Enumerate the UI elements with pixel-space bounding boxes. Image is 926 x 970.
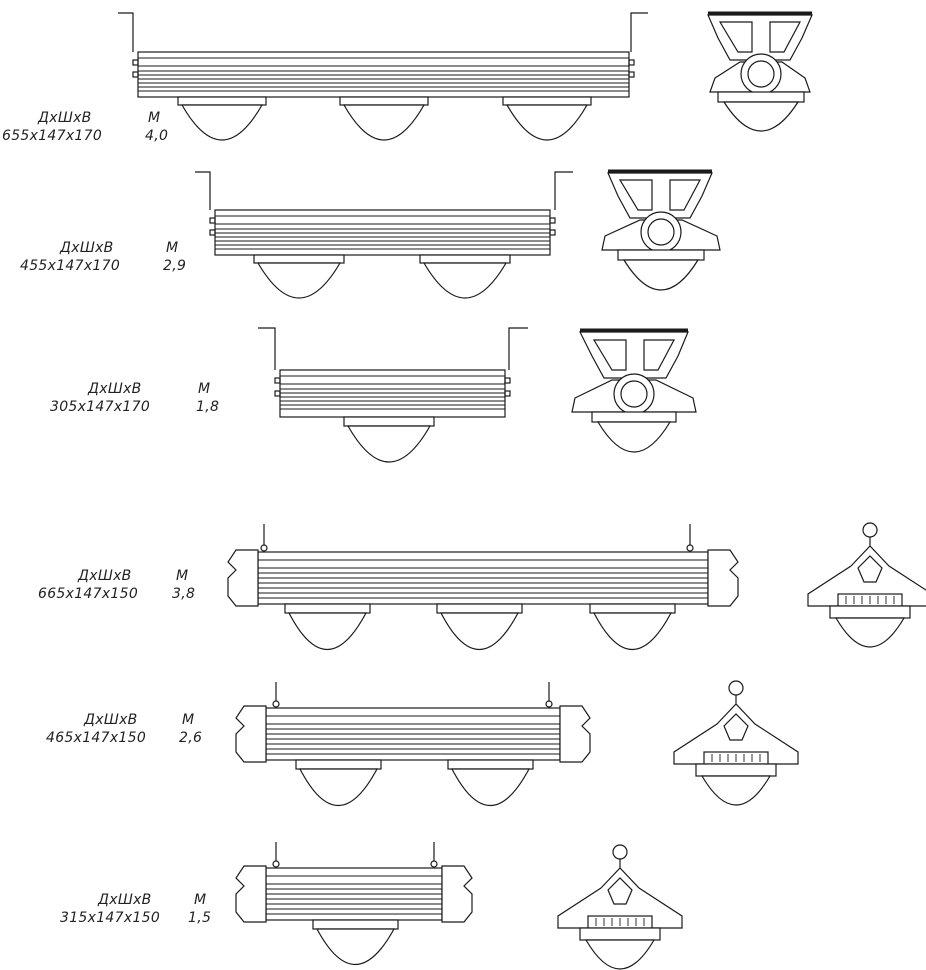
luminaire-row-a1: ДхШхВ М 655x147x170 4,0 bbox=[2, 11, 813, 144]
dimension-label-a3: ДхШхВ М 305x147x170 1,8 bbox=[50, 381, 219, 415]
mass-header: М bbox=[176, 568, 188, 584]
luminaire-end-view-b1 bbox=[807, 522, 926, 648]
luminaire-row-a2: ДхШхВ М 455x147x170 2,9 bbox=[20, 169, 721, 299]
dims-header: ДхШхВ bbox=[77, 568, 132, 584]
dimension-label-a2: ДхШхВ М 455x147x170 2,9 bbox=[20, 240, 186, 274]
mass-header: М bbox=[198, 381, 210, 397]
luminaire-side-view-b2 bbox=[235, 682, 591, 807]
luminaire-row-b1: ДхШхВ М 665x147x150 3,8 bbox=[38, 522, 926, 651]
dimension-label-b3: ДхШхВ М 315x147x150 1,5 bbox=[60, 892, 211, 926]
mass-value: 2,9 bbox=[163, 258, 186, 274]
luminaire-end-view-b3 bbox=[557, 844, 683, 970]
dims-value: 455x147x170 bbox=[20, 258, 120, 274]
dimension-label-b2: ДхШхВ М 465x147x150 2,6 bbox=[46, 712, 202, 746]
luminaire-side-view-a1 bbox=[118, 12, 648, 141]
dimension-label-b1: ДхШхВ М 665x147x150 3,8 bbox=[38, 568, 195, 602]
dims-value: 465x147x150 bbox=[46, 730, 146, 746]
mass-value: 1,5 bbox=[188, 910, 211, 926]
luminaire-row-a3: ДхШхВ М 305x147x170 1,8 bbox=[50, 327, 697, 463]
mass-value: 1,8 bbox=[196, 399, 219, 415]
mass-header: М bbox=[148, 110, 160, 126]
mass-value: 3,8 bbox=[172, 586, 195, 602]
luminaire-side-view-b3 bbox=[235, 842, 473, 966]
dims-header: ДхШхВ bbox=[37, 110, 92, 126]
dims-header: ДхШхВ bbox=[83, 712, 138, 728]
dims-header: ДхШхВ bbox=[97, 892, 152, 908]
luminaire-row-b2: ДхШхВ М 465x147x150 2,6 bbox=[46, 680, 799, 807]
luminaire-side-view-a3 bbox=[258, 327, 528, 463]
luminaire-end-view-a1 bbox=[707, 11, 813, 132]
mass-header: М bbox=[166, 240, 178, 256]
luminaire-end-view-a2 bbox=[601, 169, 721, 291]
mass-value: 4,0 bbox=[145, 128, 168, 144]
luminaire-row-b3: ДхШхВ М 315x147x150 1,5 bbox=[60, 842, 683, 970]
dims-value: 655x147x170 bbox=[2, 128, 102, 144]
mass-value: 2,6 bbox=[179, 730, 202, 746]
dims-value: 665x147x150 bbox=[38, 586, 138, 602]
dimension-label-a1: ДхШхВ М 655x147x170 4,0 bbox=[2, 110, 168, 144]
luminaire-end-view-b2 bbox=[673, 680, 799, 806]
dims-value: 315x147x150 bbox=[60, 910, 160, 926]
luminaire-side-view-a2 bbox=[195, 171, 573, 299]
dims-value: 305x147x170 bbox=[50, 399, 150, 415]
dims-header: ДхШхВ bbox=[87, 381, 142, 397]
luminaire-end-view-a3 bbox=[571, 328, 697, 453]
mass-header: М bbox=[194, 892, 206, 908]
dims-header: ДхШхВ bbox=[59, 240, 114, 256]
mass-header: М bbox=[182, 712, 194, 728]
luminaire-side-view-b1 bbox=[227, 524, 739, 651]
